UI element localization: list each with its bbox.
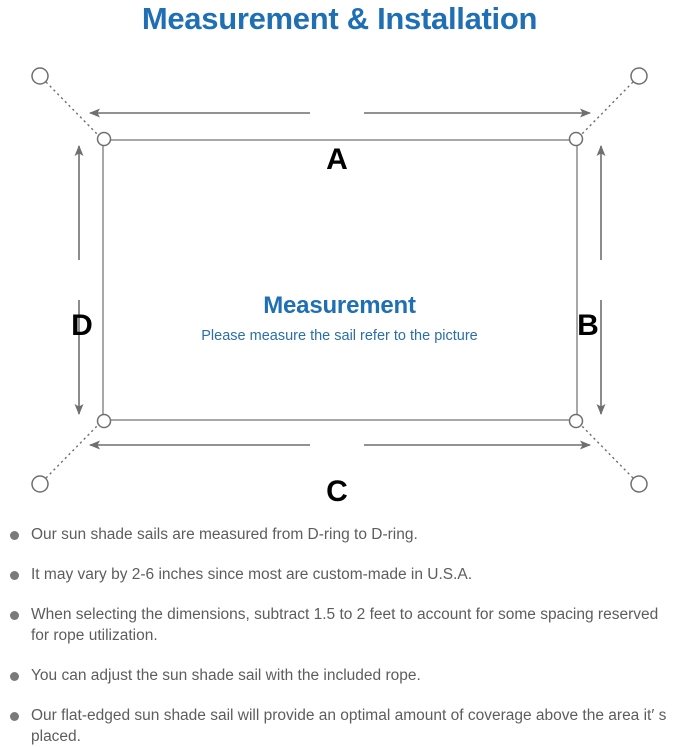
- rope-line-bottom-left: [45, 421, 102, 479]
- bullet-icon: [10, 531, 19, 540]
- notes-list: Our sun shade sails are measured from D-…: [10, 524, 675, 747]
- d-ring-top-left: [96, 131, 112, 147]
- diagram-svg: [31, 67, 648, 493]
- sail-rectangle: [102, 139, 578, 421]
- rope-line-top-right: [577, 81, 634, 139]
- rope-line-top-left: [45, 81, 102, 139]
- sail-sub-label: Please measure the sail refer to the pic…: [201, 328, 478, 344]
- anchor-points: [31, 67, 648, 493]
- dimension-label-d: D: [71, 309, 93, 342]
- note-text: When selecting the dimensions, subtract …: [31, 606, 659, 644]
- note-text: You can adjust the sun shade sail with t…: [31, 667, 421, 684]
- rope-lines: [45, 81, 634, 479]
- anchor-point-bottom-right: [630, 475, 648, 493]
- list-item: When selecting the dimensions, subtract …: [10, 604, 675, 646]
- bullet-icon: [10, 611, 19, 620]
- d-ring-bottom-right: [568, 413, 584, 429]
- list-item: It may vary by 2-6 inches since most are…: [10, 564, 675, 585]
- dimension-label-c: C: [326, 475, 348, 508]
- anchor-point-top-left: [31, 67, 49, 85]
- note-text: Our sun shade sails are measured from D-…: [31, 526, 418, 543]
- d-ring-bottom-left: [96, 413, 112, 429]
- anchor-point-top-right: [630, 67, 648, 85]
- page-title: Measurement & Installation: [141, 1, 538, 36]
- d-rings: [96, 131, 584, 429]
- note-text: It may vary by 2-6 inches since most are…: [31, 566, 473, 583]
- list-item: Our flat-edged sun shade sail will provi…: [10, 705, 675, 747]
- bullet-icon: [10, 672, 19, 681]
- anchor-point-bottom-left: [31, 475, 49, 493]
- d-ring-top-right: [568, 131, 584, 147]
- sail-main-label: Measurement: [263, 292, 416, 319]
- measurement-diagram: Measurement Please measure the sail refe…: [0, 48, 679, 518]
- note-text: Our flat-edged sun shade sail will provi…: [31, 707, 667, 745]
- rope-line-bottom-right: [577, 421, 634, 479]
- list-item: You can adjust the sun shade sail with t…: [10, 665, 675, 686]
- dimension-label-b: B: [577, 309, 599, 342]
- bullet-icon: [10, 571, 19, 580]
- list-item: Our sun shade sails are measured from D-…: [10, 524, 675, 545]
- dimension-label-a: A: [326, 143, 348, 176]
- bullet-icon: [10, 712, 19, 721]
